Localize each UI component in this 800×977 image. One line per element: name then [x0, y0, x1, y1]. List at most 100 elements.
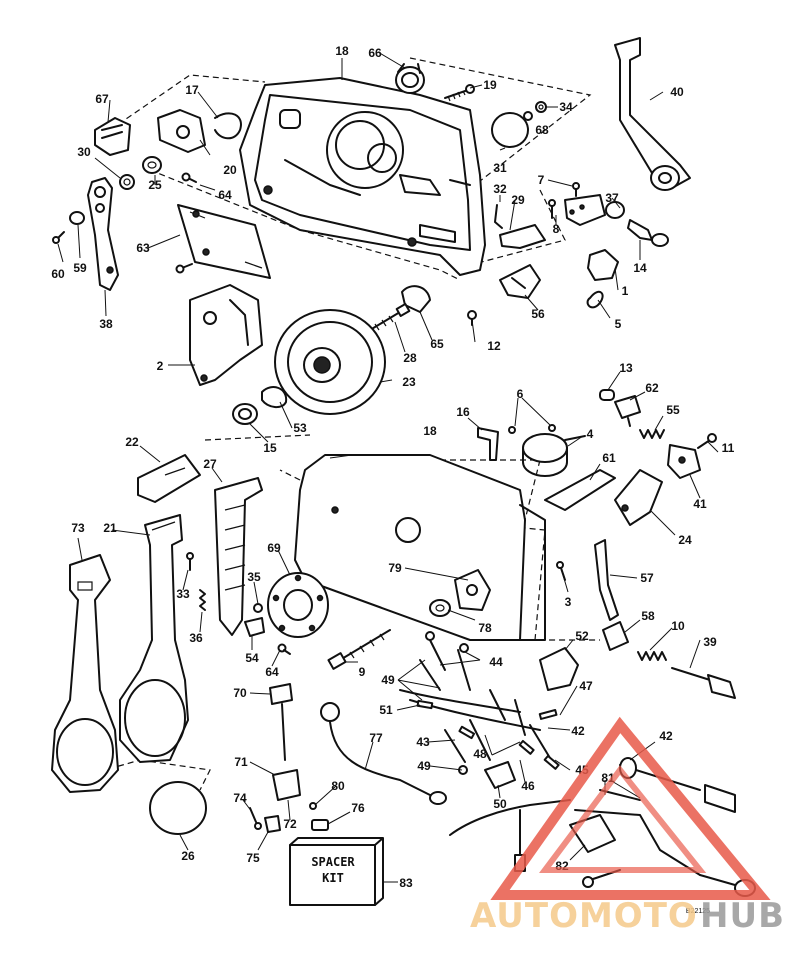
callout-23: 23 [402, 375, 416, 389]
part-switch-37 [564, 194, 625, 226]
part-screw-80 [309, 802, 317, 810]
watermark-text-hub: HUB [700, 896, 785, 936]
part-bushing-66 [395, 63, 425, 94]
callout-20: 20 [223, 163, 237, 177]
callout-56: 56 [531, 307, 545, 321]
part-spring-10 [637, 651, 667, 661]
callout-5: 5 [615, 317, 622, 331]
callout-13: 13 [619, 361, 633, 375]
part-bracket-29 [499, 224, 546, 249]
callout-12: 12 [487, 339, 501, 353]
part-clip-54 [244, 617, 265, 637]
callout-40: 40 [670, 85, 684, 99]
callout-9: 9 [359, 665, 366, 679]
callout-16: 16 [456, 405, 470, 419]
callout-18-upper: 18 [335, 44, 349, 58]
part-connector-50 [484, 761, 516, 789]
callout-25: 25 [148, 178, 162, 192]
callout-72: 72 [283, 817, 297, 831]
callout-48: 48 [473, 747, 487, 761]
callout-60-left: 60 [51, 267, 65, 281]
drawing-code: B22125 [686, 908, 710, 915]
callout-17: 17 [185, 83, 199, 97]
callout-37: 37 [605, 191, 619, 205]
callout-43: 43 [416, 735, 430, 749]
callout-77: 77 [369, 731, 383, 745]
callout-42-cable: 42 [659, 729, 673, 743]
callout-71: 71 [234, 755, 248, 769]
part-lever-38 [87, 177, 119, 291]
callout-38: 38 [99, 317, 113, 331]
part-gear-23 [274, 309, 386, 415]
callout-35: 35 [247, 570, 261, 584]
part-bushing-15 [232, 403, 258, 425]
callout-30: 30 [77, 145, 91, 159]
upper-housing [239, 77, 486, 276]
callout-67: 67 [95, 92, 109, 106]
callout-54: 54 [245, 651, 259, 665]
part-block-58 [602, 621, 629, 651]
callout-64-upper: 64 [218, 188, 232, 202]
wiring-harness [399, 631, 560, 775]
part-screw-60-left [52, 231, 65, 244]
part-block-79 [454, 569, 491, 611]
callout-33: 33 [176, 587, 190, 601]
part-clip-53 [261, 386, 288, 408]
part-cap-1 [587, 249, 619, 281]
part-block-62 [614, 395, 641, 427]
part-screw-8 [548, 199, 556, 219]
part-cam-17 [157, 109, 206, 153]
part-pin-13 [599, 389, 615, 401]
callout-10: 10 [671, 619, 685, 633]
part-cable-42 [619, 757, 736, 813]
callout-15: 15 [263, 441, 277, 455]
part-nut-75 [264, 815, 281, 833]
callout-55: 55 [666, 403, 680, 417]
callout-83: 83 [399, 876, 413, 890]
callout-78: 78 [478, 621, 492, 635]
part-rack-27 [214, 477, 263, 636]
callout-8: 8 [553, 222, 560, 236]
part-clip-76 [311, 819, 329, 831]
part-bracket-2 [189, 284, 263, 386]
callout-36: 36 [189, 631, 203, 645]
part-cable-end-39 [671, 667, 736, 699]
callout-26: 26 [181, 849, 195, 863]
spacer-kit-line1: SPACER [311, 855, 355, 869]
part-label-plate-63 [177, 204, 271, 279]
callout-4: 4 [587, 427, 594, 441]
part-bolt-9 [327, 629, 391, 670]
callout-52: 52 [575, 629, 589, 643]
part-arm-40 [614, 37, 691, 191]
part-washer-68 [523, 111, 533, 121]
callout-75: 75 [246, 851, 260, 865]
callout-29: 29 [511, 193, 525, 207]
callout-61: 61 [602, 451, 616, 465]
callout-57: 57 [640, 571, 654, 585]
leader-lines [57, 51, 719, 883]
part-clip-20 [214, 112, 242, 140]
part-screw-11 [697, 433, 717, 449]
part-screw-64-upper [181, 172, 197, 183]
part-bracket-67 [94, 117, 131, 156]
callout-42-harness: 42 [571, 724, 585, 738]
spacer-kit-box: SPACER KIT [289, 837, 384, 906]
part-screw-19 [444, 84, 475, 102]
part-nut-34 [535, 101, 547, 113]
part-bracket-57 [594, 539, 619, 621]
part-screws-6 [508, 424, 556, 434]
part-block-22 [137, 454, 201, 503]
watermark-triangle [490, 716, 771, 900]
callout-numbers: 18 66 19 67 17 34 68 40 30 20 31 25 64 7… [51, 44, 734, 890]
lower-housing [294, 454, 546, 641]
part-strip-61 [544, 469, 616, 511]
part-clip-32 [494, 204, 503, 229]
part-washer-59 [69, 211, 85, 225]
callout-58: 58 [641, 609, 655, 623]
callout-62: 62 [645, 381, 659, 395]
part-switch-71 [272, 769, 301, 801]
part-nut-30 [119, 174, 135, 190]
part-solenoid-52 [539, 647, 579, 691]
